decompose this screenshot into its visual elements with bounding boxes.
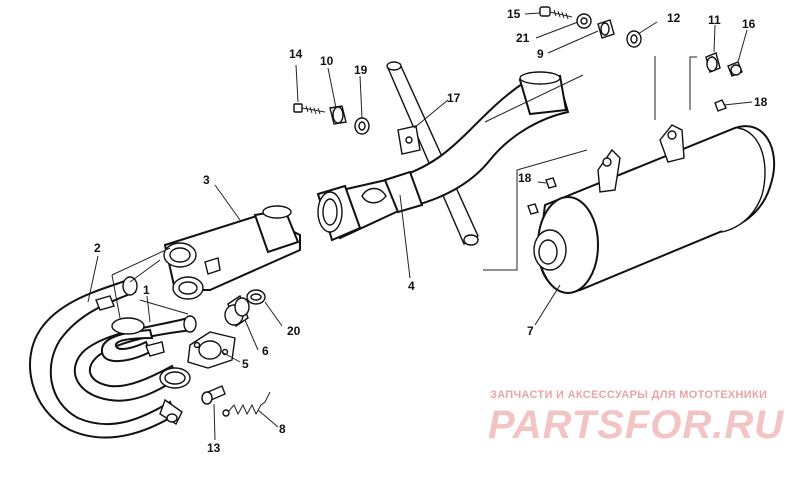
washer-12 [626, 30, 642, 48]
callout-5: 5 [242, 357, 249, 371]
callout-16: 16 [742, 17, 756, 31]
header-pipe-1 [73, 295, 197, 402]
nut-16 [727, 61, 743, 77]
sleeve-6 [224, 294, 250, 328]
callout-3: 3 [203, 173, 210, 187]
callout-1: 1 [143, 283, 150, 297]
callout-labels: 1 2 3 4 5 6 7 8 9 10 11 12 13 14 15 16 1… [94, 7, 768, 455]
leader-lines [87, 12, 753, 441]
grommet-18-upper [714, 99, 727, 112]
bolt-15 [539, 6, 573, 20]
spring-8 [222, 391, 271, 417]
muffler-7 [533, 124, 776, 294]
callout-11: 11 [708, 13, 721, 27]
callout-14: 14 [289, 47, 303, 61]
callout-20: 20 [287, 324, 301, 338]
callout-12: 12 [667, 11, 681, 25]
callout-21: 21 [516, 31, 530, 45]
watermark-brand: PARTSFOR.RU [488, 403, 784, 447]
nut-10 [329, 105, 347, 125]
callout-10: 10 [320, 54, 334, 68]
flange-5 [187, 331, 236, 369]
grommet-18-lower [527, 177, 557, 215]
callout-8: 8 [279, 422, 286, 436]
callout-7: 7 [527, 324, 534, 338]
mid-pipe-4 [316, 71, 570, 242]
callout-2: 2 [94, 241, 101, 255]
callout-17: 17 [447, 91, 461, 105]
callout-18-upper: 18 [754, 95, 768, 109]
bolt-11 [705, 52, 721, 73]
collector-pipe-3 [163, 205, 301, 300]
washer-21 [576, 13, 592, 29]
callout-6: 6 [262, 344, 269, 358]
watermark: ЗАПЧАСТИ И АКСЕССУАРЫ ДЛЯ МОТОТЕХНИКИ PA… [488, 389, 784, 447]
callout-9: 9 [537, 47, 544, 61]
spacer-9 [597, 19, 615, 39]
callout-13: 13 [207, 441, 221, 455]
bracket-17 [397, 125, 421, 155]
watermark-tagline: ЗАПЧАСТИ И АКСЕССУАРЫ ДЛЯ МОТОТЕХНИКИ [490, 389, 767, 401]
gasket-20 [246, 289, 266, 305]
callout-19: 19 [354, 63, 368, 77]
bolt-14 [293, 103, 326, 115]
bolt-13 [201, 385, 226, 405]
washer-19 [354, 117, 370, 135]
header-pipe-2 [29, 276, 183, 439]
assembly-lines [111, 56, 697, 319]
callout-15: 15 [507, 7, 521, 21]
callout-4: 4 [408, 279, 415, 293]
callout-18-lower: 18 [518, 171, 532, 185]
